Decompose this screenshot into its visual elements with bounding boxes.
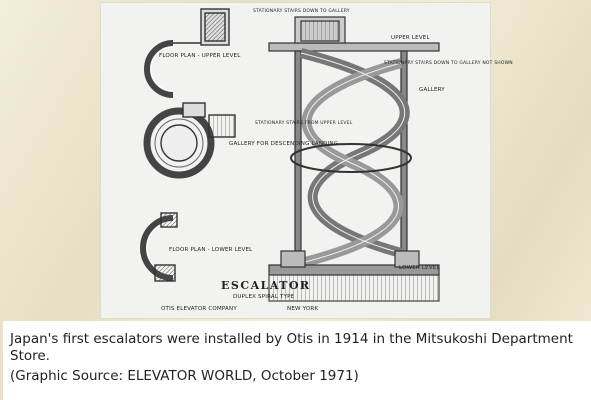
label-gallery-descending: GALLERY FOR DESCENDING LANDING bbox=[229, 141, 339, 147]
drawing-subtitle: DUPLEX SPIRAL TYPE bbox=[233, 294, 295, 300]
caption-line-3: (Graphic Source: ELEVATOR WORLD, October… bbox=[10, 368, 359, 384]
caption-box: Japan's first escalators were installed … bbox=[3, 321, 591, 400]
floor-plan-lower bbox=[140, 212, 178, 282]
label-floor-plan-upper: FLOOR PLAN - UPPER LEVEL bbox=[159, 53, 241, 59]
label-stairs-from-upper: STATIONARY STAIRS FROM UPPER LEVEL bbox=[255, 121, 353, 126]
drawing-illustration bbox=[140, 8, 440, 302]
label-stairs-top: STATIONARY STAIRS DOWN TO GALLERY bbox=[253, 9, 350, 14]
label-stairs-gallery-note: STATIONARY STAIRS DOWN TO GALLERY NOT SH… bbox=[384, 61, 513, 66]
label-upper-level: UPPER LEVEL bbox=[391, 35, 430, 41]
drawing-company: OTIS ELEVATOR COMPANY bbox=[161, 306, 237, 312]
caption-line-1: Japan's first escalators were installed … bbox=[10, 331, 573, 347]
escalator-drawing: STATIONARY STAIRS DOWN TO GALLERY FLOOR … bbox=[101, 3, 513, 318]
floor-plan-upper bbox=[144, 8, 230, 98]
label-gallery: GALLERY bbox=[419, 87, 445, 93]
label-floor-plan-lower: FLOOR PLAN - LOWER LEVEL bbox=[169, 247, 253, 253]
label-lower-level: LOWER LEVEL bbox=[399, 265, 440, 271]
escalator-elevation bbox=[268, 16, 440, 302]
drawing-title: ESCALATOR bbox=[221, 279, 311, 292]
floor-plan-gallery bbox=[143, 102, 236, 179]
caption-line-2: Store. bbox=[10, 348, 50, 364]
drawing-city: NEW YORK bbox=[287, 306, 319, 312]
